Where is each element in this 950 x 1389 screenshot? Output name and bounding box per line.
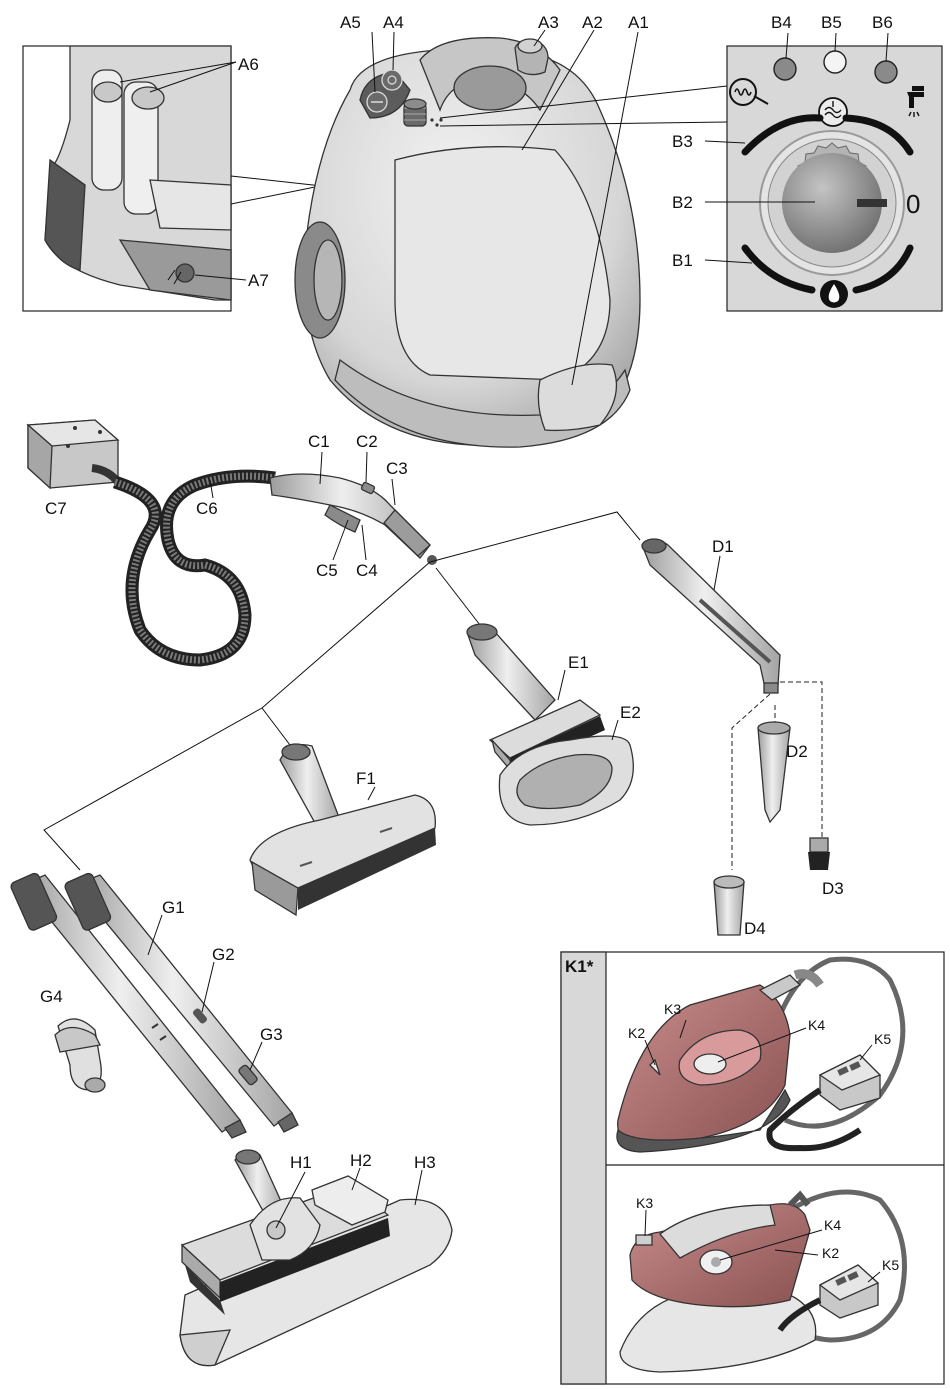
inset-detail-body <box>45 46 231 300</box>
label-a1: A1 <box>628 13 649 32</box>
label-g4: G4 <box>40 987 63 1006</box>
label-k3-upper: K3 <box>664 1001 681 1017</box>
round-brush <box>808 838 830 870</box>
nozzle-set <box>642 539 830 935</box>
label-a4: A4 <box>383 13 404 32</box>
dial-pointer <box>857 199 887 207</box>
label-g2: G2 <box>212 945 235 964</box>
label-c6: C6 <box>196 499 218 518</box>
hose-plug <box>28 420 120 488</box>
water-drop-icon <box>820 280 848 308</box>
label-h3: H3 <box>414 1153 436 1172</box>
floor-brush <box>180 1150 452 1366</box>
iron-steam-button-upper[interactable] <box>694 1054 726 1074</box>
spot-nozzle <box>642 540 780 688</box>
on-button[interactable] <box>382 70 402 90</box>
label-a6: A6 <box>238 55 259 74</box>
label-k3-lower: K3 <box>636 1195 653 1211</box>
label-k5-lower: K5 <box>882 1257 899 1273</box>
iron-box-sidebar <box>561 952 606 1384</box>
control-panel <box>727 46 942 311</box>
indicator-lamp-b6 <box>875 61 897 83</box>
label-c1: C1 <box>308 432 330 451</box>
indicator-lamp-b5 <box>824 51 846 73</box>
label-k5-upper: K5 <box>874 1031 891 1047</box>
front-cover <box>395 147 610 380</box>
label-d4: D4 <box>744 919 766 938</box>
label-off-zero: 0 <box>906 189 920 219</box>
label-d3: D3 <box>822 879 844 898</box>
label-f1: F1 <box>356 769 376 788</box>
main-unit <box>23 38 727 447</box>
label-k2-upper: K2 <box>628 1025 645 1041</box>
label-c5: C5 <box>316 561 338 580</box>
label-g1: G1 <box>162 898 185 917</box>
label-b4: B4 <box>771 13 792 32</box>
upholstery-nozzle <box>250 744 436 915</box>
label-d2: D2 <box>786 742 808 761</box>
label-h1: H1 <box>290 1153 312 1172</box>
steam-hose <box>28 420 480 660</box>
label-c3: C3 <box>386 459 408 478</box>
power-socket <box>176 264 194 282</box>
iron-box <box>561 952 944 1384</box>
label-g3: G3 <box>260 1025 283 1044</box>
label-d1: D1 <box>712 537 734 556</box>
label-a3: A3 <box>538 13 559 32</box>
label-c2: C2 <box>356 432 378 451</box>
angled-nozzle <box>714 882 744 935</box>
label-b5: B5 <box>821 13 842 32</box>
label-k1: K1* <box>565 957 594 976</box>
label-c7: C7 <box>45 499 67 518</box>
label-a5: A5 <box>340 13 361 32</box>
label-k4-upper: K4 <box>808 1017 825 1033</box>
label-e1: E1 <box>568 653 589 672</box>
label-b6: B6 <box>872 13 893 32</box>
tube-clip <box>55 1019 105 1092</box>
indicator-lamp-b4 <box>774 58 796 80</box>
label-b2: B2 <box>672 193 693 212</box>
label-k4-lower: K4 <box>824 1217 841 1233</box>
label-c4: C4 <box>356 561 378 580</box>
label-b1: B1 <box>672 251 693 270</box>
label-h2: H2 <box>350 1151 372 1170</box>
label-a2: A2 <box>582 13 603 32</box>
label-a7: A7 <box>248 271 269 290</box>
window-brush <box>467 624 633 825</box>
steam-burst-icon <box>819 98 847 126</box>
label-b3: B3 <box>672 132 693 151</box>
label-k2-lower: K2 <box>822 1245 839 1261</box>
label-e2: E2 <box>620 703 641 722</box>
